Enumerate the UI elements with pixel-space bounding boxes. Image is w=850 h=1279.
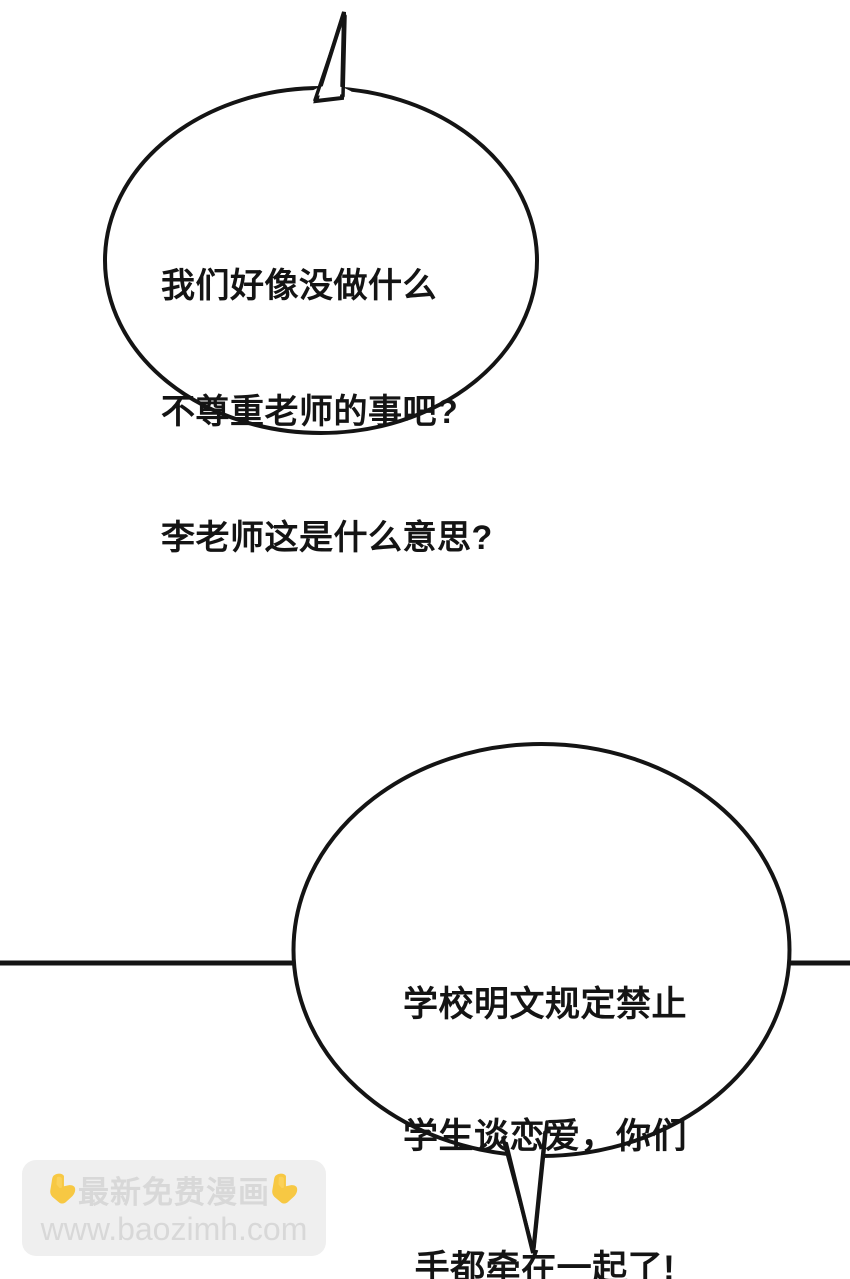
watermark-bottom-row: www.baozimh.com: [22, 1208, 326, 1250]
bubble-upper-line-3: 李老师这是什么意思?: [161, 519, 493, 557]
pointing-down-hand-icon-right: [270, 1172, 300, 1206]
bubble-upper-tail-left-edge: [313, 12, 346, 102]
watermark-url-text[interactable]: www.baozimh.com: [40, 1210, 308, 1247]
speech-bubble-lower-text: 学校明文规定禁止 学生谈恋爱，你们 手都牵在一起了!: [403, 895, 687, 1279]
bubble-lower-line-3: 手都牵在一起了!: [414, 1249, 676, 1279]
site-watermark[interactable]: 最新免费漫画 www.baozimh.com: [22, 1160, 326, 1256]
watermark-top-row: 最新免费漫画: [22, 1166, 326, 1212]
bubble-upper-line-1: 我们好像没做什么: [161, 267, 437, 305]
speech-bubble-upper-text: 我们好像没做什么 不尊重老师的事吧? 李老师这是什么意思?: [161, 181, 493, 643]
bubble-lower-line-1: 学校明文规定禁止: [403, 985, 688, 1024]
bubble-upper-line-2: 不尊重老师的事吧?: [161, 393, 459, 431]
watermark-cn-text: 最新免费漫画: [78, 1174, 270, 1210]
pointing-down-hand-icon-left: [48, 1172, 78, 1206]
bubble-upper-tail-right-edge: [341, 14, 347, 98]
bubble-lower-tail-left-edge: [501, 1136, 535, 1252]
bubble-lower-tail-right-edge: [532, 1120, 549, 1250]
bubble-lower-line-2: 学生谈恋爱，你们: [403, 1117, 688, 1156]
